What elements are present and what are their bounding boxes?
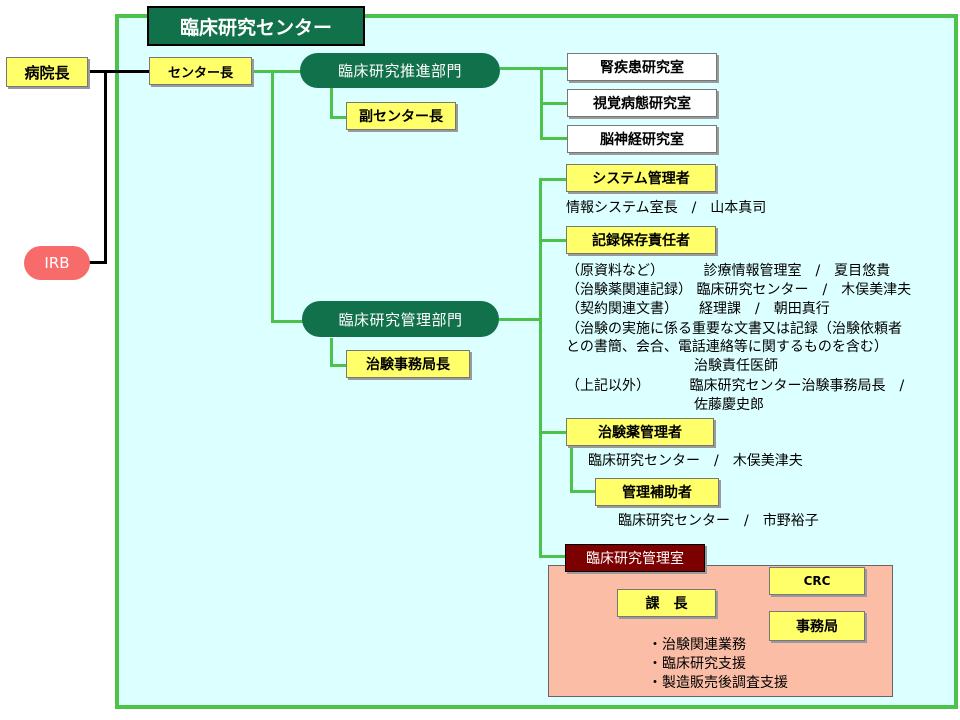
connector-line [330,116,346,119]
office-unit-box: 事務局 [769,611,865,641]
connector-line [499,318,541,321]
lab-box: 脳神経研究室 [567,125,717,153]
duty-item: ・製造販売後調査支援 [648,675,788,691]
center-head-box: センター長 [149,57,252,85]
connector-line [500,67,542,70]
management-dept-pill: 臨床研究管理部門 [302,301,499,337]
system-admin-box: システム管理者 [566,164,716,192]
records-line: （契約関連文書） 経理課 / 朝田真行 [566,301,830,317]
system-admin-person: 情報システム室長 / 山本真司 [566,200,767,216]
hospital-director-box: 病院長 [6,57,88,87]
connector-line [104,70,107,264]
connector-line [570,446,573,493]
connector-line [539,555,566,558]
connector-line [540,102,568,105]
records-line: （治験薬関連記録） 臨床研究センター / 木俣美津夫 [566,282,912,298]
connector-line [570,490,595,493]
connector-line [88,70,150,73]
connector-line [539,239,566,242]
connector-line [330,364,346,367]
connector-line [271,70,274,323]
crc-box: CRC [769,567,865,595]
records-line: との書簡、会合、電話連絡等に関するものを含む） [566,339,888,355]
section-chief-box: 課 長 [617,589,716,617]
duty-item: ・臨床研究支援 [648,656,746,672]
connector-line [271,320,304,323]
lab-box: 視覚病態研究室 [567,89,717,117]
secretariat-head-box: 治験事務局長 [346,350,470,378]
connector-line [330,338,333,367]
connector-line [330,88,333,119]
records-line: 佐藤慶史郎 [694,397,764,413]
promotion-dept-pill: 臨床研究推進部門 [300,53,500,88]
connector-line [539,178,542,558]
drug-manager-person: 臨床研究センター / 木俣美津夫 [588,453,803,469]
deputy-director-box: 副センター長 [346,102,456,130]
records-line: （上記以外） 臨床研究センター治験事務局長 / [566,378,905,394]
records-line: （治験の実施に係る重要な文書又は記録（治験依頼者 [566,321,902,337]
center-title: 臨床研究センター [147,6,365,46]
connector-line [540,137,568,140]
office-label-box: 臨床研究管理室 [565,544,705,572]
assistant-manager-box: 管理補助者 [595,478,719,506]
drug-manager-box: 治験薬管理者 [566,418,714,446]
connector-line [539,178,566,181]
connector-line [539,431,566,434]
connector-line [252,70,302,73]
connector-line [540,67,568,70]
records-custodian-box: 記録保存責任者 [566,226,716,254]
duty-item: ・治験関連業務 [648,637,746,653]
irb-box: IRB [24,246,90,280]
assistant-manager-person: 臨床研究センター / 市野裕子 [618,513,819,529]
records-line: 治験責任医師 [694,358,778,374]
records-line: （原資料など） 診療情報管理室 / 夏目悠貴 [566,263,891,279]
lab-box: 腎疾患研究室 [567,53,717,81]
connector-line [88,261,106,264]
